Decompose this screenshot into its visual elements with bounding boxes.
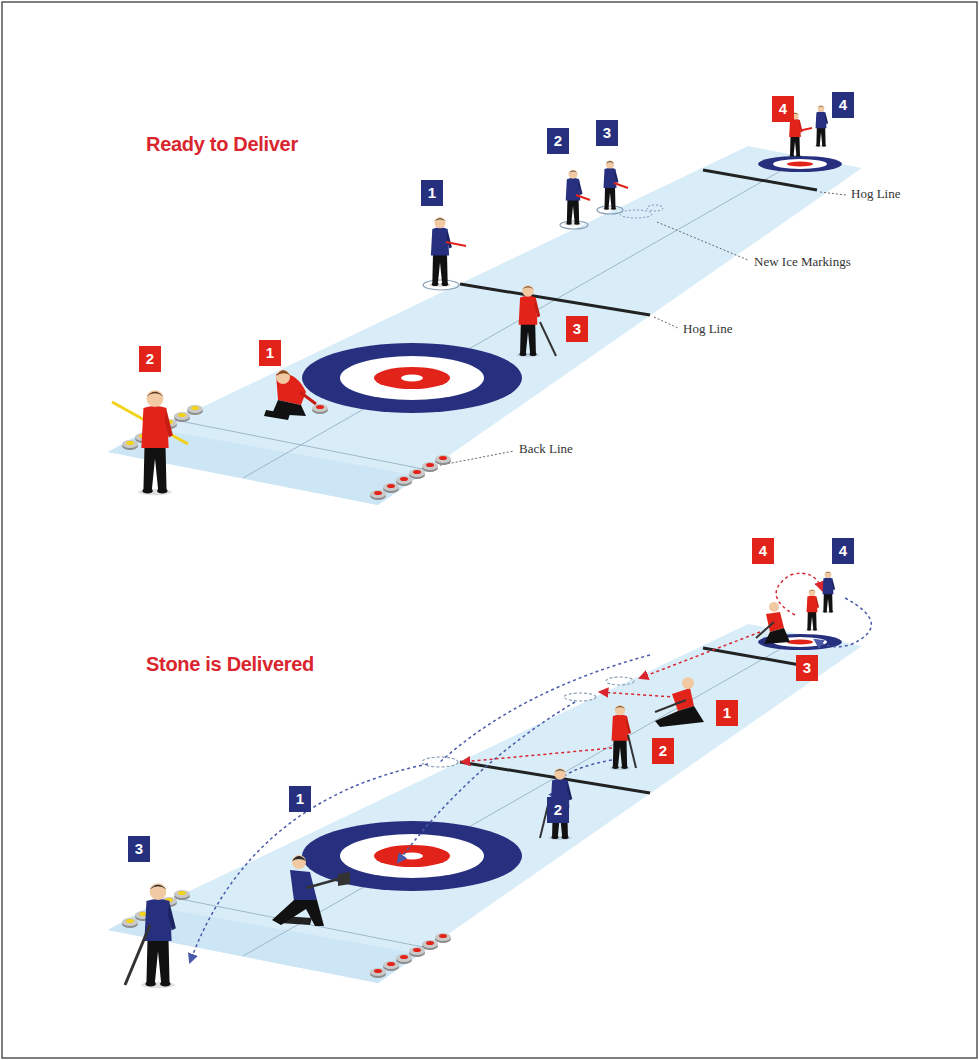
callout-number: 1 bbox=[259, 340, 281, 366]
stone-row bbox=[122, 440, 138, 450]
stone-row bbox=[122, 918, 138, 928]
section-heading: Ready to Deliver bbox=[146, 133, 298, 156]
broom bbox=[540, 322, 556, 356]
pointing-arm bbox=[798, 128, 812, 131]
callout-number: 1 bbox=[421, 180, 443, 206]
callout-number: 3 bbox=[796, 655, 818, 681]
section-heading: Stone is Delivered bbox=[146, 653, 314, 676]
delivering-player bbox=[272, 400, 306, 416]
ice-markings bbox=[647, 205, 663, 211]
leader-line bbox=[436, 451, 514, 466]
stone-row bbox=[383, 961, 399, 971]
player-figure bbox=[516, 285, 540, 357]
stone-row bbox=[396, 954, 412, 964]
stone-row bbox=[174, 412, 190, 422]
callout-number: 1 bbox=[716, 700, 738, 726]
movement-path bbox=[462, 748, 612, 762]
movement-path bbox=[190, 764, 428, 962]
player-figure bbox=[429, 217, 452, 287]
delivering-player bbox=[300, 392, 316, 404]
delivering-player bbox=[272, 855, 350, 926]
delivering-player bbox=[276, 370, 290, 384]
stone-row bbox=[174, 890, 190, 900]
stone-row bbox=[122, 405, 451, 500]
stone-row bbox=[422, 462, 438, 472]
sweeping-player bbox=[682, 677, 694, 689]
stone-row bbox=[435, 455, 451, 465]
player-figure bbox=[814, 105, 828, 147]
movement-path bbox=[398, 702, 575, 862]
sweeping-player bbox=[756, 602, 790, 644]
position-markings bbox=[564, 693, 596, 701]
callout-number: 4 bbox=[752, 538, 774, 564]
delivering-player bbox=[306, 878, 342, 888]
delivering-player bbox=[312, 404, 328, 414]
movement-path bbox=[640, 632, 760, 678]
stone-row bbox=[396, 476, 412, 486]
ice-markings bbox=[620, 210, 652, 218]
player-figure bbox=[805, 589, 819, 631]
stone-row bbox=[435, 933, 451, 943]
sweeping-player bbox=[655, 700, 686, 712]
delivering-player bbox=[264, 370, 328, 420]
movement-path bbox=[190, 573, 871, 962]
callout-number: 3 bbox=[596, 120, 618, 146]
stone-row bbox=[187, 405, 203, 415]
delivering-player bbox=[272, 900, 324, 926]
stone-row bbox=[370, 490, 386, 500]
callout-number: 3 bbox=[566, 316, 588, 342]
callout-number: 3 bbox=[128, 836, 150, 862]
delivering-player bbox=[292, 856, 306, 861]
leader-line bbox=[657, 222, 748, 260]
callout-number: 2 bbox=[547, 128, 569, 154]
callout-number: 2 bbox=[547, 797, 569, 823]
callout-number: 4 bbox=[832, 538, 854, 564]
player-figure bbox=[138, 390, 173, 495]
callout-number: 2 bbox=[139, 346, 161, 372]
callout-number: 4 bbox=[772, 96, 794, 122]
callout-number: 1 bbox=[289, 786, 311, 812]
stone-row bbox=[422, 940, 438, 950]
broom bbox=[125, 925, 150, 985]
player-figure bbox=[564, 170, 582, 226]
sweeping-player bbox=[764, 628, 790, 644]
stone-row bbox=[409, 469, 425, 479]
broom bbox=[576, 195, 590, 200]
callout-number: 4 bbox=[832, 92, 854, 118]
ice-markings bbox=[423, 205, 663, 290]
line-label: New Ice Markings bbox=[752, 254, 853, 270]
position-markings bbox=[606, 677, 634, 685]
broom bbox=[628, 735, 636, 768]
ice-sheet bbox=[108, 624, 862, 983]
delivering-player bbox=[338, 872, 350, 886]
line-label: Hog Line bbox=[681, 321, 734, 337]
movement-path bbox=[815, 598, 871, 647]
position-markings bbox=[422, 757, 458, 767]
player-figure bbox=[821, 571, 835, 613]
sweeping-player bbox=[756, 622, 774, 638]
leader-line bbox=[654, 317, 678, 328]
position-markings bbox=[422, 677, 634, 767]
ice-sheet bbox=[108, 146, 862, 505]
delivering-player bbox=[276, 370, 290, 376]
line-label: Hog Line bbox=[849, 186, 902, 202]
player-figure bbox=[602, 161, 619, 211]
delivering-player bbox=[292, 855, 306, 869]
broom bbox=[614, 183, 628, 188]
sweeping-player bbox=[655, 677, 704, 727]
stone-row bbox=[409, 947, 425, 957]
callout-number: 2 bbox=[652, 738, 674, 764]
sweeping-player bbox=[769, 602, 779, 612]
stone-row bbox=[383, 483, 399, 493]
broom bbox=[446, 242, 466, 246]
line-label: Back Line bbox=[517, 441, 575, 457]
stone-row bbox=[370, 968, 386, 978]
stone-row bbox=[122, 890, 451, 978]
leader-line bbox=[820, 192, 846, 195]
